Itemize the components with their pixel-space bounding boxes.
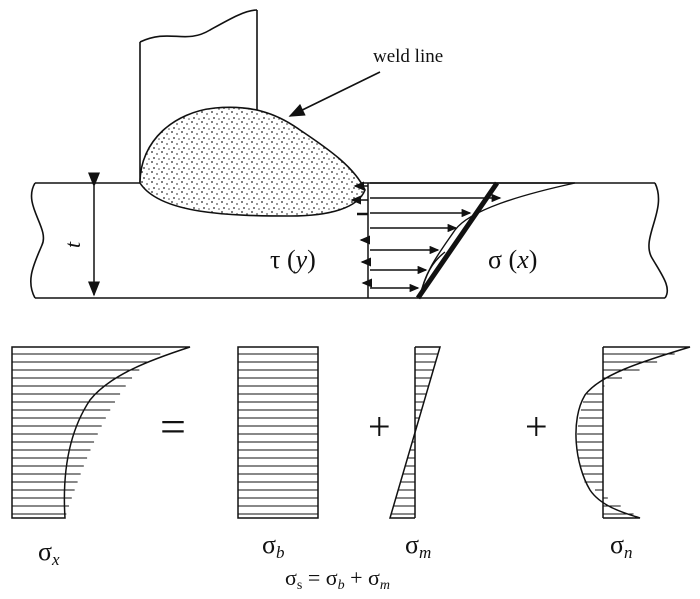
stress-decomposition [11,346,691,519]
shear-stress-distribution [350,181,372,298]
sigma-n-block [575,346,691,519]
equals-sign: = [160,401,186,452]
sigma-label: σ (x) [488,245,537,274]
vertical-member [139,9,258,183]
weld-line-arrow [288,71,381,117]
sigma-x-block [11,346,191,519]
weld-bead [139,106,366,217]
sigma-b-block [237,346,319,519]
sigma-m-label: σm [405,530,431,562]
thickness-label: t [60,241,85,248]
weld-line-label: weld line [373,46,443,67]
sigma-m-block [388,346,442,519]
formula: σs = σb + σm [285,565,390,593]
plus-sign-2: + [525,404,548,449]
sigma-x-label: σx [38,537,60,569]
sigma-b-label: σb [262,530,285,562]
linearized-stress-line [415,181,500,300]
sigma-n-label: σn [610,530,633,562]
normal-stress-distribution [370,182,576,299]
tau-label: τ (y) [270,245,316,274]
plus-sign-1: + [368,404,391,449]
